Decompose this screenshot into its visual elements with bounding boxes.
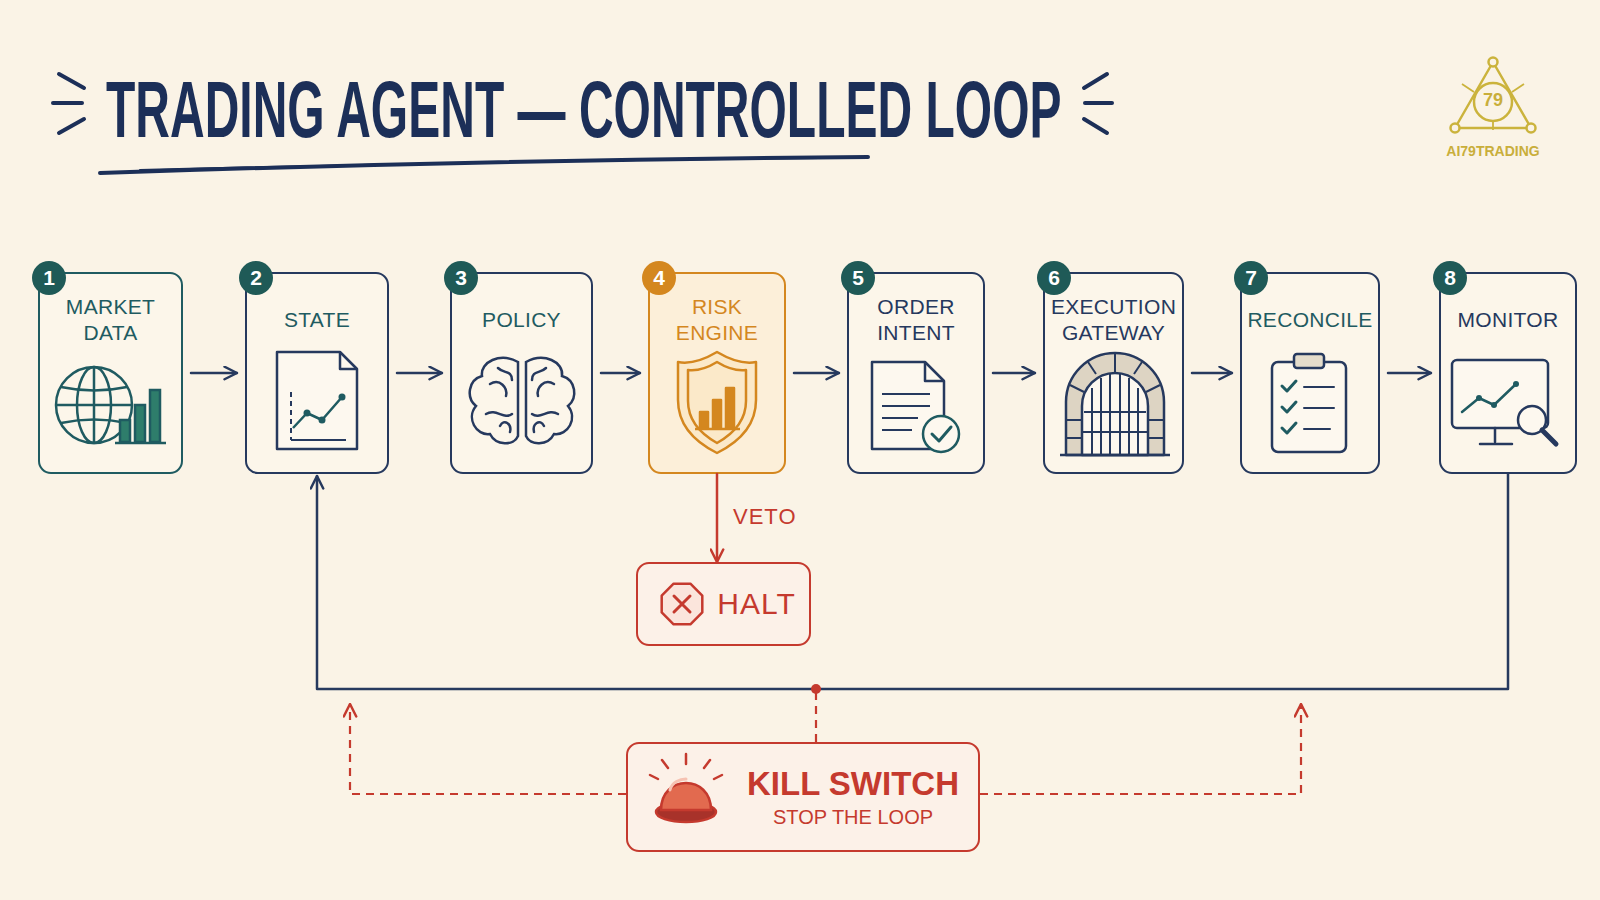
flow-arrow bbox=[1388, 372, 1431, 375]
halt-box: HALT bbox=[636, 562, 811, 646]
title-marks bbox=[1084, 119, 1107, 133]
title-marks bbox=[59, 74, 84, 88]
loop-junction-dot bbox=[811, 684, 821, 694]
box-label: HALT bbox=[717, 587, 795, 621]
box-label: RECONCILE bbox=[1247, 307, 1372, 333]
title-underline bbox=[100, 157, 868, 173]
flow-arrow bbox=[191, 372, 237, 375]
logo-number: 79 bbox=[1483, 91, 1503, 109]
edge-label: VETO bbox=[733, 504, 797, 530]
text-area: EXECUTION GATEWAY bbox=[1053, 288, 1174, 352]
step-number: 6 bbox=[1037, 261, 1071, 295]
title-marks bbox=[1084, 74, 1107, 88]
kill-switch-wires bbox=[980, 704, 1301, 794]
logo-symbol bbox=[1527, 124, 1536, 133]
text-area: RECONCILE bbox=[1250, 288, 1370, 352]
title-marks bbox=[59, 119, 84, 133]
text-area: MONITOR bbox=[1449, 288, 1567, 352]
box-label: ORDER INTENT bbox=[857, 294, 975, 346]
kill-switch-subtitle: STOP THE LOOP bbox=[773, 804, 933, 830]
process-step-box: EXECUTION GATEWAY6 bbox=[1043, 272, 1184, 474]
text-area: POLICY bbox=[460, 288, 583, 352]
logo-symbol bbox=[1489, 58, 1498, 67]
step-number: 3 bbox=[444, 261, 478, 295]
process-step-box: RISK ENGINE4 bbox=[648, 272, 786, 474]
process-step-box: RECONCILE7 bbox=[1240, 272, 1380, 474]
step-number: 1 bbox=[32, 261, 66, 295]
process-step-box: MARKET DATA1 bbox=[38, 272, 183, 474]
box-label: MONITOR bbox=[1458, 307, 1559, 333]
veto-arrow bbox=[716, 474, 719, 562]
diagram-title: TRADING AGENT — CONTROLLED LOOP bbox=[106, 70, 1062, 150]
step-number: 8 bbox=[1433, 261, 1467, 295]
box-label: EXECUTION GATEWAY bbox=[1051, 294, 1176, 346]
box-label: STATE bbox=[284, 307, 350, 333]
process-step-box: MONITOR8 bbox=[1439, 272, 1577, 474]
process-step-box: ORDER INTENT5 bbox=[847, 272, 985, 474]
feedback-loop-arrow bbox=[317, 474, 1508, 689]
process-step-box: STATE2 bbox=[245, 272, 389, 474]
logo-wordmark: AI79TRADING bbox=[1446, 142, 1539, 160]
flow-arrow bbox=[993, 372, 1035, 375]
text-area: HALT bbox=[710, 564, 803, 644]
title-underline bbox=[100, 157, 868, 173]
kill-switch-wires bbox=[815, 693, 817, 742]
kill-switch-box: KILL SWITCHSTOP THE LOOP bbox=[626, 742, 980, 852]
box-label: MARKET DATA bbox=[48, 294, 173, 346]
logo-symbol bbox=[1455, 62, 1531, 128]
text-area: KILL SWITCHSTOP THE LOOP bbox=[736, 744, 970, 850]
step-number: 4 bbox=[642, 261, 676, 295]
kill-switch-heading: KILL SWITCH bbox=[747, 764, 959, 804]
step-number: 5 bbox=[841, 261, 875, 295]
text-area: RISK ENGINE bbox=[658, 288, 776, 352]
title-marks bbox=[1085, 101, 1112, 105]
kill-switch-wires bbox=[350, 704, 626, 794]
process-step-box: POLICY3 bbox=[450, 272, 593, 474]
box-label: POLICY bbox=[482, 307, 561, 333]
step-number: 2 bbox=[239, 261, 273, 295]
text-area: ORDER INTENT bbox=[857, 288, 975, 352]
flow-arrow bbox=[794, 372, 839, 375]
flow-arrow bbox=[601, 372, 640, 375]
title-underline bbox=[140, 158, 820, 170]
text-area: STATE bbox=[255, 288, 379, 352]
flow-arrow bbox=[397, 372, 442, 375]
logo-symbol bbox=[1451, 58, 1536, 133]
flow-arrow bbox=[1192, 372, 1232, 375]
logo-symbol bbox=[1462, 84, 1524, 130]
step-number: 7 bbox=[1234, 261, 1268, 295]
logo-symbol bbox=[1474, 83, 1512, 121]
text-area: MARKET DATA bbox=[48, 288, 173, 352]
box-label: RISK ENGINE bbox=[658, 294, 776, 346]
logo-symbol bbox=[1451, 124, 1460, 133]
title-marks bbox=[53, 101, 82, 105]
